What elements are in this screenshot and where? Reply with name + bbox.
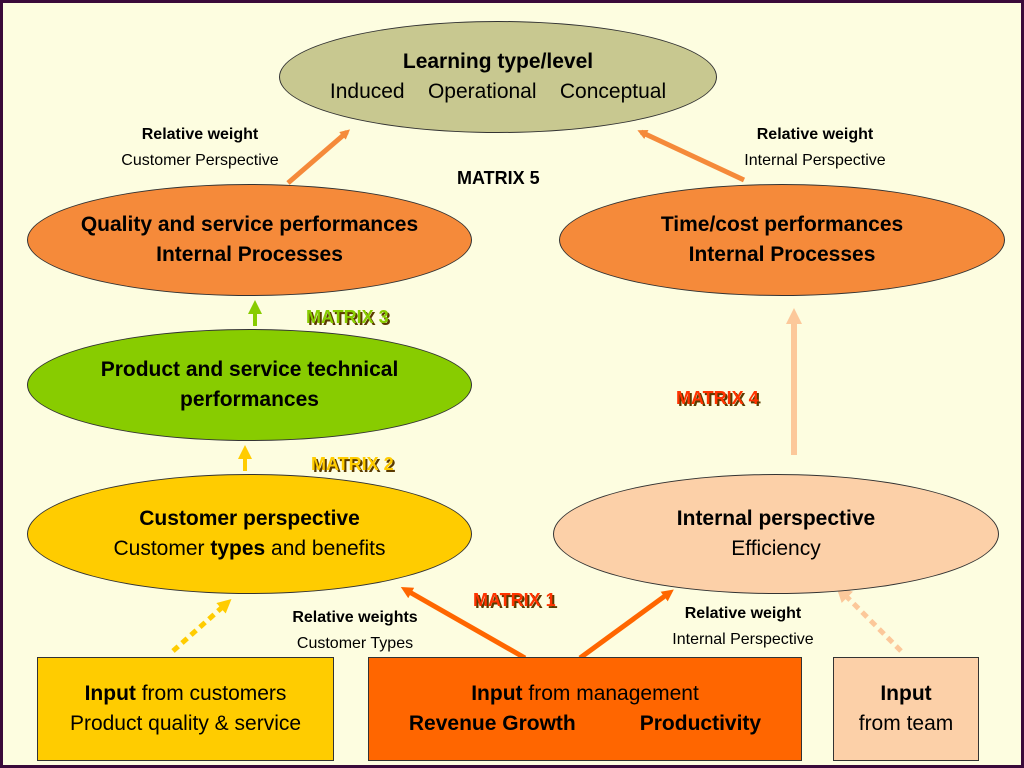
timecost-line1: Time/cost performances: [660, 213, 904, 236]
learning-title: Learning type/level: [402, 50, 594, 73]
quality-line1: Quality and service performances: [80, 213, 419, 236]
input-customers-box: Input from customers Product quality & s…: [37, 657, 334, 761]
timecost-performances-node: Time/cost performances Internal Processe…: [559, 184, 1005, 296]
matrix-1-label: MATRIX 1: [473, 590, 556, 610]
rw-customer-types-label: Relative weights Customer Types: [292, 609, 418, 652]
input-customers-line2: Product quality & service: [69, 712, 302, 735]
input-management-line1: Input from management: [471, 682, 699, 705]
quality-line2: Internal Processes: [156, 243, 343, 266]
arrow-timecost-to-learning: [637, 129, 746, 183]
matrix-2-label: MATRIX 2: [311, 454, 394, 474]
internal-line2: Efficiency: [731, 537, 821, 560]
quality-performances-node: Quality and service performances Interna…: [27, 184, 472, 296]
arrow-input-customers-to-customer: [171, 599, 232, 653]
customer-types-emphasis: types: [210, 537, 266, 560]
product-line1: Product and service technical: [100, 358, 399, 381]
product-technical-node: Product and service technical performanc…: [27, 329, 472, 441]
input-team-line1: Input: [880, 682, 932, 705]
internal-line1: Internal perspective: [676, 507, 876, 530]
productivity-label: Productivity: [639, 712, 762, 735]
timecost-line2: Internal Processes: [688, 243, 876, 266]
rw-customer-perspective-label: Relative weight Customer Perspective: [121, 126, 279, 169]
matrix-3-label: MATRIX 3: [306, 307, 389, 327]
internal-perspective-node: Internal perspective Efficiency: [553, 474, 999, 594]
arrows-layer: [171, 129, 903, 661]
arrow-quality-to-learning: [286, 129, 351, 185]
customer-line1: Customer perspective: [139, 507, 360, 530]
learning-item-operational: Operational: [427, 80, 537, 103]
customer-perspective-node: Customer perspective Customer types and …: [27, 474, 472, 594]
input-team-box: Input from team: [833, 657, 979, 761]
arrow-input-team-to-internal: [836, 586, 903, 653]
matrix-5-label: MATRIX 5: [457, 168, 540, 188]
learning-items: Induced Operational Conceptual: [330, 77, 666, 107]
rw-internal-perspective-bottom-label: Relative weight Internal Perspective: [672, 605, 814, 648]
arrow-management-to-internal: [578, 589, 674, 661]
rw-internal-perspective-top-label: Relative weight Internal Perspective: [744, 126, 886, 169]
input-customers-line1: Input from customers: [84, 682, 287, 705]
input-management-line2: Revenue Growth Productivity: [409, 709, 761, 739]
product-line2: performances: [180, 388, 319, 411]
revenue-growth-label: Revenue Growth: [408, 712, 576, 735]
learning-item-conceptual: Conceptual: [559, 80, 667, 103]
diagram-canvas: Learning type/level Induced Operational …: [3, 3, 1021, 765]
customer-line2: Customer types and benefits: [113, 537, 386, 560]
matrix-4-label: MATRIX 4: [676, 388, 759, 408]
input-management-box: Input from management Revenue Growth Pro…: [368, 657, 802, 761]
learning-item-induced: Induced: [329, 80, 405, 103]
arrow-management-to-customer: [400, 587, 527, 661]
input-team-line2: from team: [858, 712, 954, 735]
learning-type-node: Learning type/level Induced Operational …: [279, 21, 717, 133]
